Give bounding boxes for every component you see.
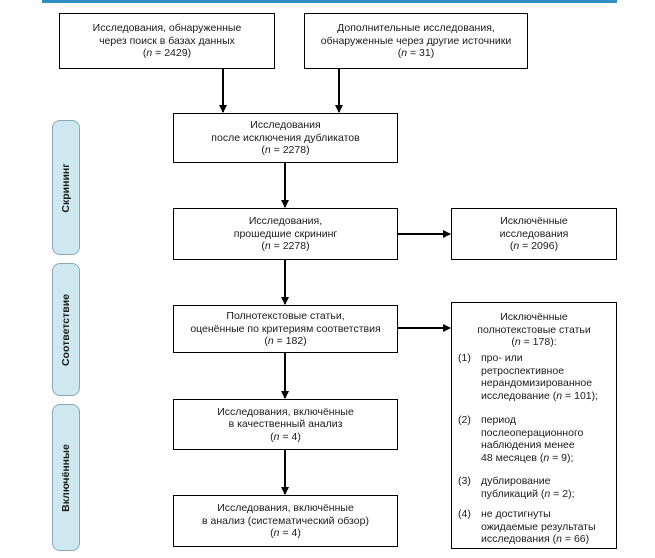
box-other-sources: Дополнительные исследования, обнаруженны… [304, 13, 528, 69]
box-excluded-studies: Исключённые исследования (n = 2096) [451, 208, 617, 260]
box-excluded-fulltext: Исключённые полнотекстовые статьи (n = 1… [451, 302, 617, 549]
box-screened: Исследования, прошедшие скрининг (n = 22… [173, 208, 398, 260]
stage-eligibility: Соответствие [52, 263, 80, 396]
top-accent-line [42, 0, 617, 3]
box-after-duplicates: Исследования после исключения дубликатов… [173, 113, 398, 163]
box-fulltext-assessed: Полнотекстовые статьи, оценённые по крит… [173, 305, 398, 353]
box-systematic-review: Исследования, включённые в анализ (систе… [173, 495, 398, 547]
stage-included: Включённые [52, 404, 80, 551]
stage-screening: Скрининг [52, 120, 80, 255]
box-database-search: Исследования, обнаруженные через поиск в… [59, 13, 275, 69]
excluded-fulltext-heading: Исключённые полнотекстовые статьи (n = 1… [477, 311, 591, 348]
box-qualitative-analysis: Исследования, включённые в качественный … [173, 399, 398, 450]
